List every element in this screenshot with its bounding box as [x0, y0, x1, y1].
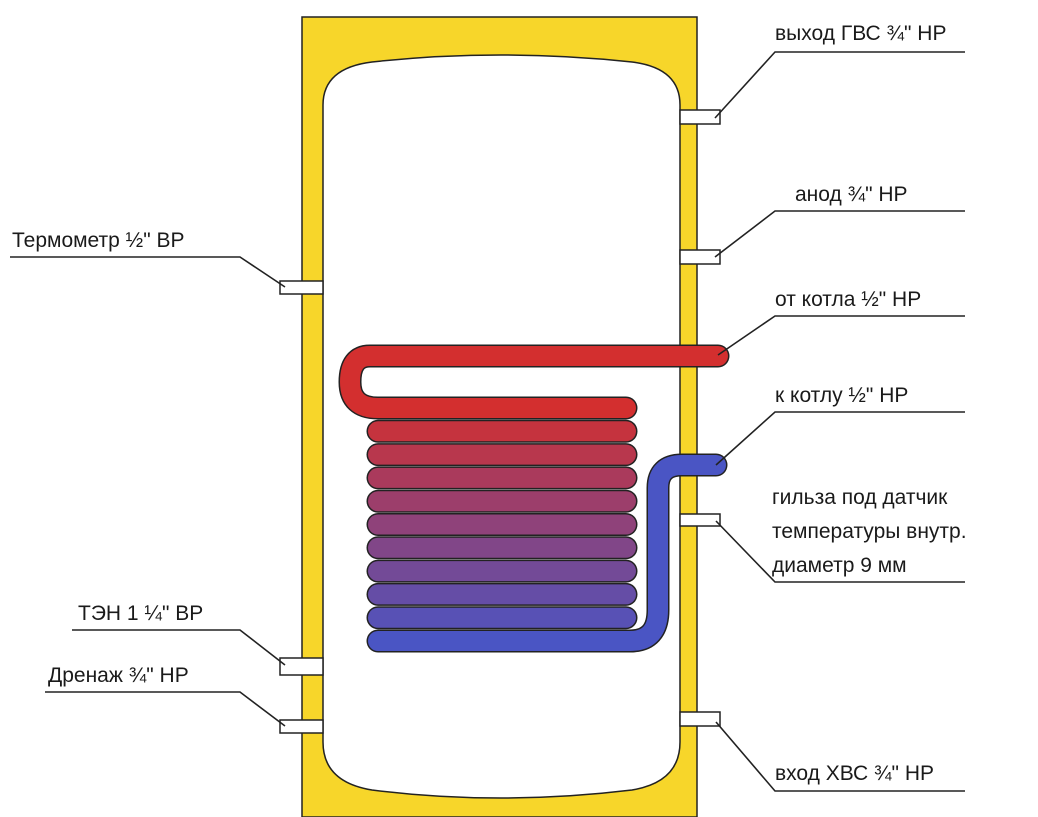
- leader-heater: [72, 629, 286, 666]
- label-sensor-sleeve-line1: гильза под датчик: [772, 486, 948, 509]
- leader-thermometer: [10, 256, 286, 288]
- label-thermometer: Термометр ½" ВР: [12, 229, 185, 252]
- label-sensor-sleeve-line2: температуры внутр.: [772, 520, 967, 543]
- fitting-sensor-sleeve: [679, 513, 721, 527]
- label-anode: анод ¾" НР: [795, 183, 908, 206]
- label-sensor-sleeve-line3: диаметр 9 мм: [772, 554, 907, 577]
- fittings: [279, 109, 721, 734]
- fitting-anode: [679, 249, 721, 265]
- label-to-boiler: к котлу ½" НР: [775, 384, 908, 407]
- fitting-heater: [279, 657, 324, 676]
- leader-drain: [45, 691, 286, 727]
- fitting-drain: [279, 719, 324, 734]
- fitting-cold-inlet: [679, 711, 721, 727]
- label-hot-outlet: выход ГВС ¾" НР: [775, 22, 946, 45]
- leader-lines: [10, 51, 965, 792]
- label-from-boiler: от котла ½" НР: [775, 288, 921, 311]
- leader-to-boiler: [715, 411, 965, 466]
- leader-sensor-sleeve: [715, 520, 965, 583]
- leader-from-boiler: [717, 315, 965, 356]
- heat-exchanger-coil: [338, 344, 730, 653]
- leader-hot-outlet: [714, 51, 965, 119]
- fitting-hot-outlet: [679, 109, 721, 125]
- label-cold-inlet: вход ХВС ¾" НР: [775, 762, 934, 785]
- label-heater: ТЭН 1 ¼" ВР: [78, 602, 203, 625]
- fitting-thermometer: [279, 280, 324, 295]
- labels: выход ГВС ¾" НР анод ¾" НР от котла ½" Н…: [12, 22, 967, 785]
- coil-return-pipe: [368, 455, 726, 651]
- leader-anode: [714, 210, 965, 258]
- label-drain: Дренаж ¾" НР: [48, 664, 189, 687]
- coil-inlet-pipe: [340, 346, 728, 418]
- leader-cold-inlet: [715, 721, 965, 792]
